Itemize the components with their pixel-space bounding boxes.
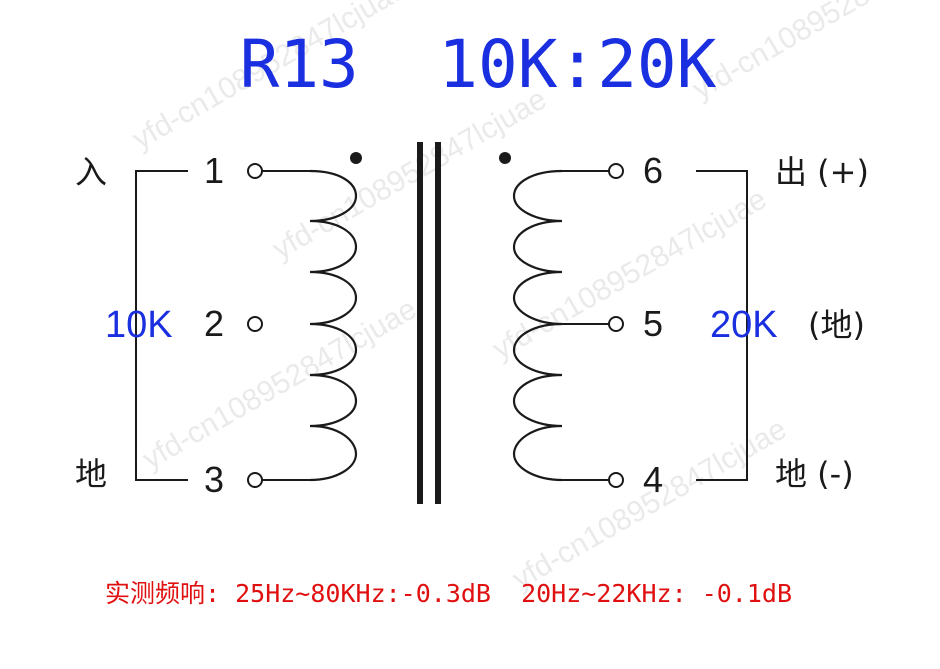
pin-4-terminal bbox=[608, 472, 624, 488]
pin-4-number: 4 bbox=[643, 459, 663, 500]
primary-impedance: 10K bbox=[105, 304, 173, 346]
pin-2-number: 2 bbox=[204, 303, 224, 344]
secondary-impedance: 20K bbox=[710, 304, 778, 346]
watermark-text: yfd-cn108952847lcjuae bbox=[137, 292, 422, 476]
secondary-mid-label: (地) bbox=[808, 306, 865, 344]
frequency-response-spec: 实测频响: 25Hz~80KHz:-0.3dB 20Hz~22KHz: -0.1… bbox=[105, 579, 792, 608]
primary-coil bbox=[309, 169, 358, 482]
watermark-text: yfd-cn108952847lcjuae bbox=[687, 0, 940, 106]
diagram-title: R13 10K:20K bbox=[240, 26, 717, 103]
primary-input-label: 入 bbox=[75, 153, 107, 191]
pin-5-terminal bbox=[608, 316, 624, 332]
watermark-text: yfd-cn108952847lcjuae bbox=[267, 82, 552, 266]
primary-ground-label: 地 bbox=[75, 455, 107, 493]
primary-bracket bbox=[135, 170, 188, 481]
pin-6-terminal bbox=[608, 163, 624, 179]
secondary-output-label: 出 (+) bbox=[775, 153, 869, 191]
pin-3-terminal bbox=[247, 472, 263, 488]
pin-1-terminal bbox=[247, 163, 263, 179]
pin-6-number: 6 bbox=[643, 150, 663, 191]
watermark-text: yfd-cn108952847lcjuae bbox=[507, 412, 792, 596]
secondary-polarity-dot bbox=[499, 152, 511, 164]
pin-3-number: 3 bbox=[204, 459, 224, 500]
pin-2-terminal bbox=[247, 316, 263, 332]
secondary-ground-label: 地 (-) bbox=[775, 455, 854, 493]
secondary-bracket bbox=[696, 170, 748, 481]
pin-5-number: 5 bbox=[643, 303, 663, 344]
pin-1-number: 1 bbox=[204, 150, 224, 191]
primary-polarity-dot bbox=[350, 152, 362, 164]
